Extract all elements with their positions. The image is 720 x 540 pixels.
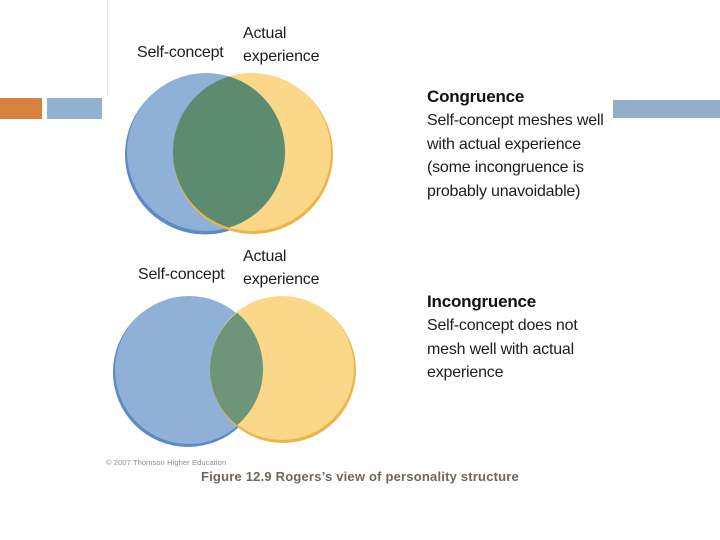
copyright-notice: © 2007 Thomson Higher Education	[106, 458, 227, 467]
description-line: mesh well with actual	[427, 340, 574, 358]
congruence-heading: Congruence	[427, 87, 525, 106]
description-line: with actual experience	[427, 135, 581, 153]
congruence-self-concept-label: Self-concept	[137, 44, 224, 61]
congruence-description: Congruence Self-concept meshes well with…	[427, 85, 627, 203]
incongruence-heading: Incongruence	[427, 292, 537, 311]
description-line: Self-concept does not	[427, 317, 578, 334]
description-line: (some incongruence is	[427, 159, 584, 176]
description-line: Self-concept meshes well	[427, 112, 604, 129]
congruence-actual-experience-label: Actual experience	[243, 22, 319, 68]
overlap-region	[172, 76, 286, 228]
label-line: experience	[243, 271, 320, 288]
description-line: experience	[427, 364, 504, 381]
left-orange-bar	[0, 98, 42, 119]
label-line: experience	[243, 48, 320, 65]
incongruence-venn-diagram	[113, 296, 356, 447]
left-blue-bar	[47, 98, 102, 119]
overlap-region	[209, 312, 264, 426]
congruence-venn-diagram	[125, 73, 333, 235]
figure-left-edge	[107, 0, 108, 96]
figure-caption: Figure 12.9 Rogers’s view of personality…	[200, 469, 519, 484]
label-line: Actual	[243, 248, 287, 265]
incongruence-self-concept-label: Self-concept	[138, 266, 225, 283]
label-line: Actual	[243, 25, 287, 42]
incongruence-description: Incongruence Self-concept does not mesh …	[427, 290, 627, 385]
right-blue-bar	[613, 100, 720, 118]
incongruence-actual-experience-label: Actual experience	[243, 245, 319, 291]
description-line: probably unavoidable)	[427, 182, 581, 200]
